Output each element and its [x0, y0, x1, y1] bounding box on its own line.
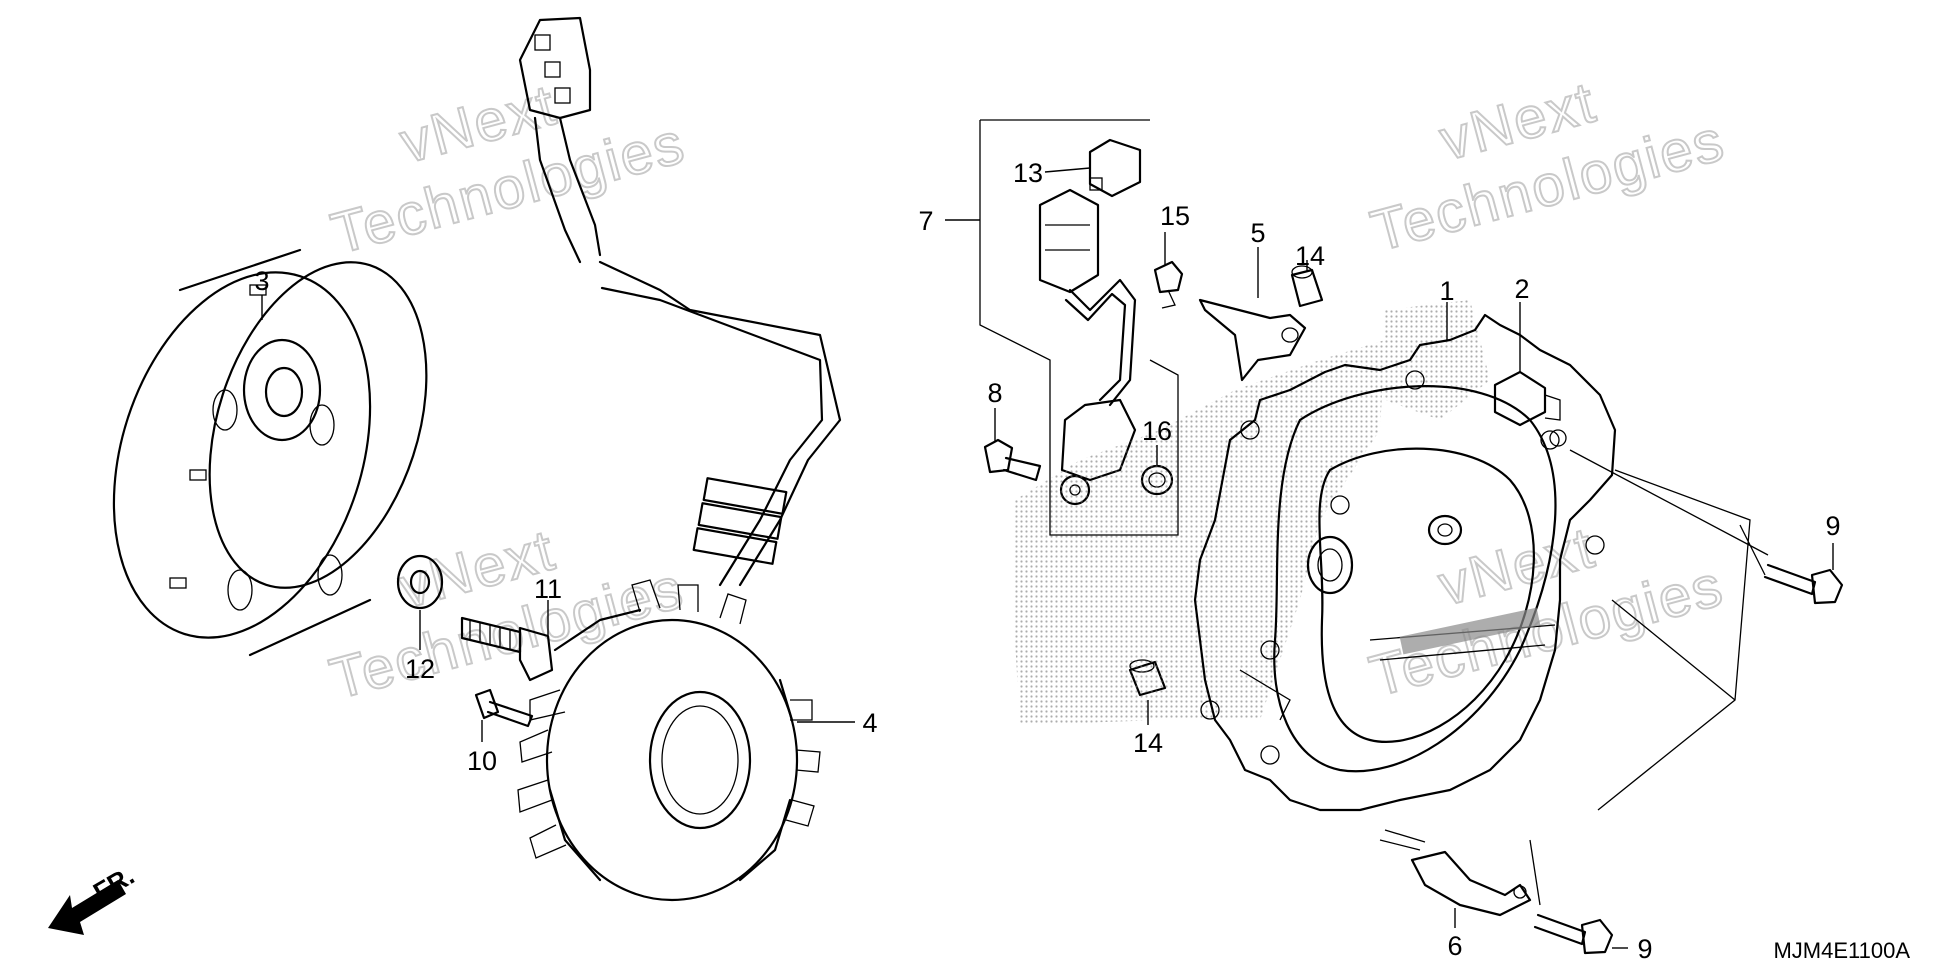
callout-11: 11 — [534, 574, 562, 604]
callout-9-upper: 9 — [1825, 511, 1840, 541]
callout-5: 5 — [1250, 218, 1265, 248]
leader-lines — [261, 167, 1834, 949]
watermark-left-bottom: vNext Technologies — [323, 516, 692, 713]
bolt-9-upper[interactable] — [1763, 563, 1844, 605]
bracket-5[interactable] — [1198, 298, 1307, 382]
callout-1: 1 — [1439, 276, 1454, 306]
cover-plug-2[interactable] — [1493, 370, 1567, 447]
flywheel-bolt-11[interactable] — [460, 616, 554, 682]
callout-14-top: 14 — [1295, 241, 1325, 271]
callout-7: 7 — [918, 206, 933, 236]
callout-2: 2 — [1514, 274, 1529, 304]
connector-13[interactable] — [1088, 138, 1142, 198]
clamp-6[interactable] — [1379, 829, 1532, 917]
callout-8: 8 — [987, 378, 1002, 408]
flywheel-rotor[interactable] — [70, 234, 465, 671]
callout-15: 15 — [1160, 201, 1190, 231]
bolt-10[interactable] — [474, 688, 534, 728]
watermark-right-bottom: vNext Technologies — [1362, 514, 1731, 711]
bolt-9-lower[interactable] — [1533, 913, 1614, 955]
watermark-right-top: vNext Technologies — [1364, 68, 1733, 265]
callout-4: 4 — [862, 708, 877, 738]
callout-12: 12 — [405, 654, 435, 684]
callout-9-lower: 9 — [1637, 934, 1652, 964]
callout-13: 13 — [1013, 158, 1043, 188]
projection-lines — [1529, 449, 1769, 906]
diagram-code: MJM4E1100A — [1773, 938, 1910, 963]
callout-3: 3 — [254, 266, 269, 296]
sensor-harness-connector — [1038, 188, 1137, 407]
callout-16: 16 — [1142, 416, 1172, 446]
callout-10: 10 — [467, 746, 497, 776]
stator[interactable] — [517, 579, 821, 902]
callout-6: 6 — [1447, 931, 1462, 961]
bolt-8[interactable] — [983, 438, 1042, 482]
dowel-pin-14-top[interactable] — [1290, 265, 1324, 308]
washer-12[interactable] — [396, 554, 444, 610]
watermark-left-top: vNext Technologies — [324, 71, 693, 268]
front-direction-arrow: FR. — [48, 860, 139, 935]
bolt-15[interactable] — [1153, 260, 1184, 309]
stator-harness — [518, 16, 842, 587]
callout-14-bottom: 14 — [1133, 728, 1163, 758]
